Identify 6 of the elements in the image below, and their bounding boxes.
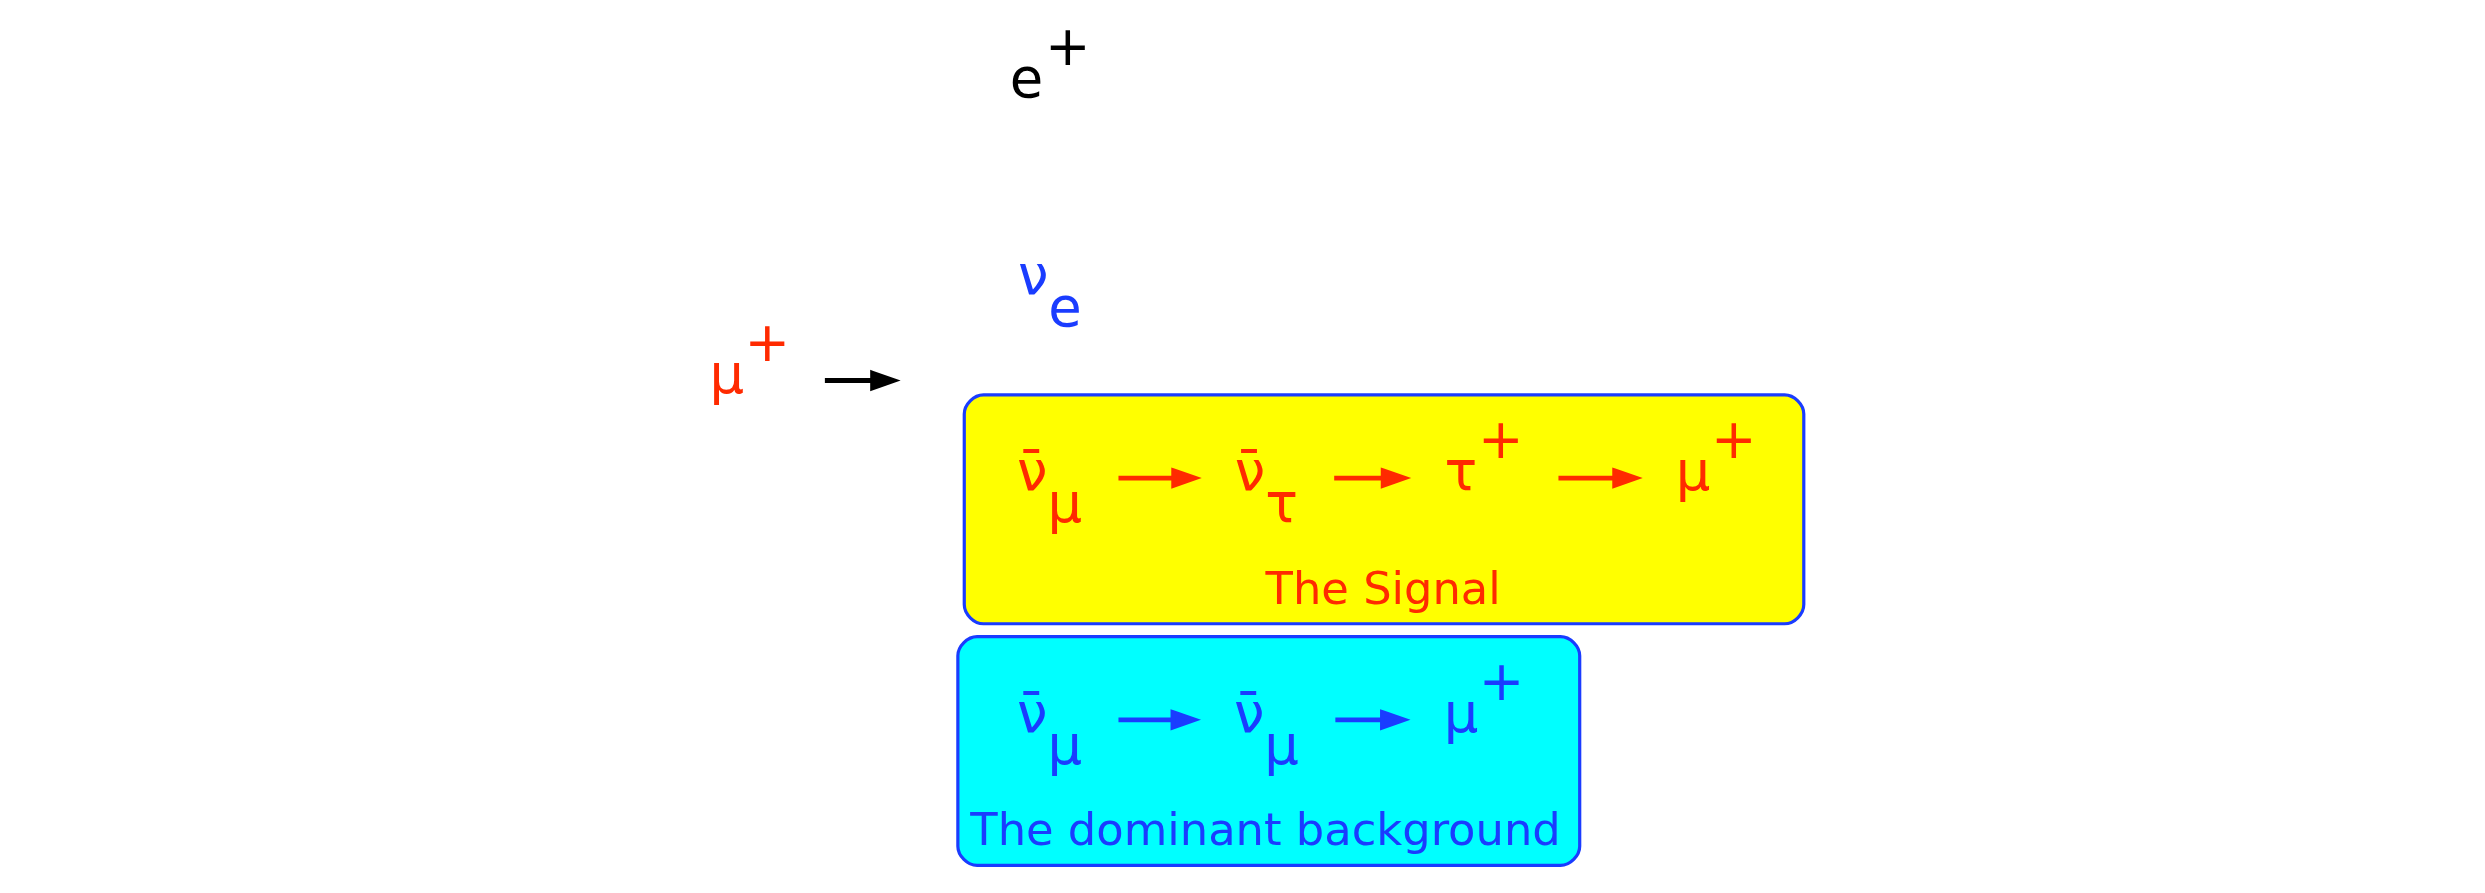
- arrow: [1334, 709, 1410, 731]
- arrow: [1557, 467, 1643, 489]
- arrow: [1117, 467, 1202, 489]
- arrow: [824, 369, 901, 392]
- arrow: [1117, 709, 1201, 731]
- arrow: [1333, 467, 1411, 489]
